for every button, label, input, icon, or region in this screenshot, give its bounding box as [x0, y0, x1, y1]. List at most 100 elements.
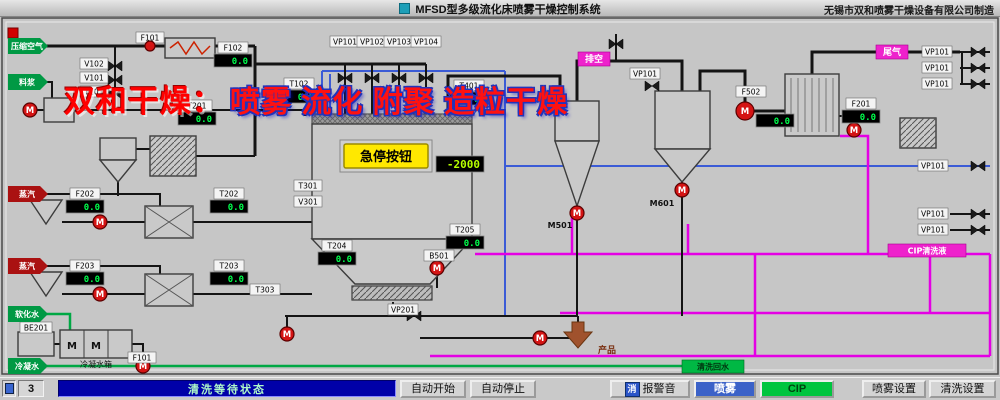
instrument-T201: T201 0.0 [177, 99, 217, 126]
instrument-T301: T301 [293, 179, 323, 192]
fan-pump-a[interactable]: M [92, 214, 108, 230]
agglomerator-hopper-cone [653, 148, 712, 184]
svg-text:0.0: 0.0 [860, 113, 876, 123]
stream-label-soft-water: 软化水 [15, 309, 40, 319]
instrument-M501: M501 [548, 221, 573, 230]
window-icon [399, 3, 411, 14]
stream-label-slurry: 料浆 [19, 77, 36, 87]
svg-text:F202: F202 [76, 190, 95, 199]
air-filter-cone-a [28, 199, 64, 226]
exhaust-fan-F502[interactable]: M [735, 101, 755, 121]
mute-alarm-icon: 消 [624, 381, 640, 397]
svg-text:M: M [741, 107, 749, 117]
inlet-cyclone [99, 137, 137, 161]
svg-text:F502: F502 [742, 88, 761, 97]
svg-text:T301: T301 [298, 182, 318, 191]
hopper-discharge-pump[interactable]: M [674, 182, 690, 198]
svg-text:V301: V301 [298, 198, 318, 207]
svg-text:M: M [536, 334, 544, 344]
svg-text:M: M [850, 126, 858, 136]
product-arrow-icon [562, 321, 594, 349]
svg-text:F203: F203 [76, 262, 95, 271]
svg-text:VP201: VP201 [391, 306, 415, 315]
equipment: M M [17, 37, 937, 359]
instrument-B501: B501 [423, 249, 455, 262]
B501-rotary-valve-pump[interactable]: M [429, 260, 445, 276]
svg-text:F102: F102 [224, 44, 243, 53]
right-valve-label-4: VP101 [921, 162, 945, 171]
product-line-pump[interactable]: M [532, 330, 548, 346]
page-title: MFSD型多级流化床喷雾干燥控制系统 [415, 4, 601, 16]
spray-button[interactable]: 喷雾 [694, 380, 756, 398]
instrument-T202: T202 0.0 [209, 187, 249, 214]
alarm-indicator [7, 27, 19, 39]
condensate-tank-label: 冷凝水箱 [80, 359, 112, 369]
right-valve-label-5: VP101 [921, 210, 945, 219]
right-valve-label-1: VP101 [925, 48, 949, 57]
instrument-T204: T204 0.0 [317, 239, 357, 266]
svg-text:0.0: 0.0 [468, 95, 484, 105]
svg-text:0.0: 0.0 [196, 115, 212, 125]
svg-text:M: M [139, 362, 147, 372]
svg-text:Y101: Y101 [84, 88, 104, 97]
right-valve-label-3: VP101 [925, 80, 949, 89]
fluid-bed-hatch [352, 286, 432, 300]
instrument-BE201: BE201 [19, 321, 53, 334]
status-text: 清洗等待状态 [188, 383, 266, 396]
top-valve-label-3: VP103 [387, 38, 411, 47]
pumps: M M M M M M M M M M M [22, 101, 862, 374]
instrument-F203: F203 0.0 [65, 259, 105, 286]
svg-text:M: M [96, 290, 104, 300]
stream-label-condensate: 冷凝水 [15, 361, 40, 371]
pipes-green [46, 312, 742, 368]
instrument-T203: T203 0.0 [209, 259, 249, 286]
exhaust-fan-F201[interactable]: M [846, 122, 862, 138]
svg-text:T203: T203 [219, 262, 239, 271]
svg-text:0.0: 0.0 [298, 93, 314, 103]
stream-label-steam-a: 蒸汽 [19, 189, 35, 199]
vent-label: 排空 [585, 53, 603, 65]
svg-text:0.0: 0.0 [228, 203, 244, 213]
auto-start-button[interactable]: 自动开始 [400, 380, 466, 398]
stream-label-compressed-air: 压缩空气 [11, 41, 43, 51]
clean-settings-button[interactable]: 清洗设置 [929, 380, 996, 398]
slurry-agitator-pump[interactable]: M [22, 102, 38, 118]
BE201-tank [17, 331, 55, 357]
conveying-pump[interactable]: M [279, 326, 295, 342]
svg-text:0.0: 0.0 [84, 275, 100, 285]
vent-valve-label: VP101 [633, 70, 657, 79]
svg-text:0.0: 0.0 [336, 255, 352, 265]
instrument-F201: F201 0.0 [841, 97, 881, 124]
steam-heater-b-brace [144, 273, 194, 307]
estop-button[interactable] [343, 143, 429, 169]
fan-pump-b[interactable]: M [92, 286, 108, 302]
steam-heater-a-brace [144, 205, 194, 239]
cyclone-discharge-pump[interactable]: M [569, 205, 585, 221]
cyclone-separator-cone [554, 140, 600, 209]
svg-text:T303: T303 [255, 286, 275, 295]
svg-text:M: M [433, 264, 441, 274]
mute-alarm-label: 报警音 [642, 382, 676, 395]
process-diagram: M M M M M M [1, 17, 999, 375]
slurry-tank [43, 97, 75, 123]
title-bar: MFSD型多级流化床喷雾干燥控制系统 无锡市双和喷雾干燥设备有限公司制造 [0, 0, 1000, 17]
tail-gas-label: 尾气 [882, 46, 901, 58]
spray-settings-button[interactable]: 喷雾设置 [862, 380, 926, 398]
instruments: F101 F102 0.0 V102 V101 Y101 T102 0.0 T2… [19, 31, 881, 364]
stream-label-steam-b: 蒸汽 [19, 261, 35, 271]
F101-inline-pump[interactable] [144, 40, 156, 52]
instrument-F502: F502 0.0 [735, 85, 795, 128]
svg-text:0.0: 0.0 [464, 239, 480, 249]
condensate-pump-2-label: M [91, 341, 101, 352]
electric-heater-hatch [150, 136, 196, 176]
mute-alarm-button[interactable]: 消 报警音 [610, 380, 690, 398]
exhaust-silencer-hatch [900, 118, 936, 148]
auto-stop-button[interactable]: 自动停止 [470, 380, 536, 398]
top-valve-label-4: VP104 [414, 38, 438, 47]
svg-text:M: M [283, 330, 291, 340]
svg-text:0.0: 0.0 [774, 117, 790, 127]
cip-button[interactable]: CIP [760, 380, 834, 398]
stream-arrow-steam-b [8, 258, 48, 274]
bag-filter-bags [790, 78, 834, 132]
